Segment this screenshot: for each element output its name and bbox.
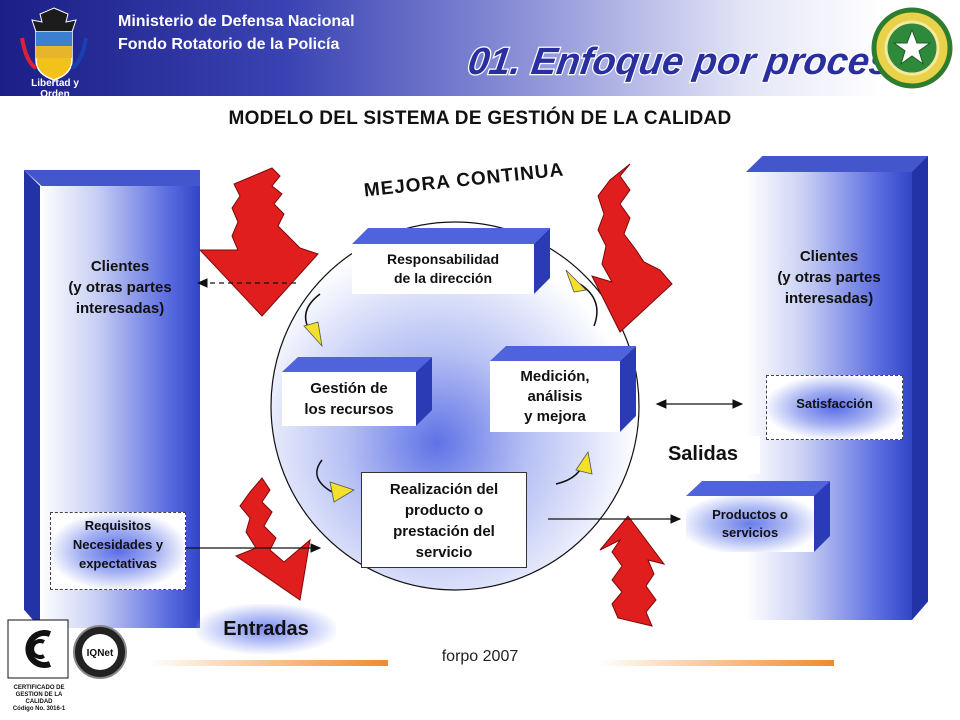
realizacion-line-2: producto o xyxy=(404,502,484,519)
process-responsabilidad: Responsabilidad de la dirección xyxy=(352,244,534,294)
box-medicion-top xyxy=(490,346,636,361)
realizacion-line-1: Realización del xyxy=(389,481,499,498)
box-productos-top xyxy=(686,481,830,496)
responsabilidad-line-2: de la dirección xyxy=(393,270,493,286)
medicion-line-3: y mejora xyxy=(524,407,586,425)
icontec-logo-icon xyxy=(7,619,69,679)
colombia-crest-icon xyxy=(20,7,88,81)
cycle-arrow-2 xyxy=(316,459,355,503)
red-arrow-top-right xyxy=(591,163,673,333)
outputs-box xyxy=(646,436,760,474)
ministry-line-1: Ministerio de Defensa Nacional xyxy=(118,13,355,30)
box-recursos-top xyxy=(282,357,432,372)
header-banner xyxy=(0,0,960,96)
process-realizacion: Realización del producto o prestación de… xyxy=(361,472,527,568)
left-panel-top xyxy=(24,170,200,186)
red-arrow-bottom-right xyxy=(599,515,666,627)
left-clients-line-3: interesadas) xyxy=(75,300,165,317)
medicion-line-1: Medición, xyxy=(520,367,590,385)
medicion-line-2: análisis xyxy=(527,387,583,405)
satisfaction-box: Satisfacción xyxy=(766,375,903,440)
products-box: Productos o servicios xyxy=(686,496,814,552)
box-recursos-side xyxy=(416,357,432,426)
footer-bar-right xyxy=(598,660,834,666)
left-panel-side xyxy=(24,170,40,628)
police-seal-icon xyxy=(871,7,953,89)
cycle-arrow-4 xyxy=(565,269,598,327)
realizacion-line-3: prestación del xyxy=(393,523,495,540)
recursos-line-2: los recursos xyxy=(304,401,394,418)
inputs-glow xyxy=(196,604,336,654)
right-clients-line-2: (y otras partes xyxy=(777,269,881,286)
quality-certificate: CERTIFICADO DE GESTION DE LA CALIDAD Cód… xyxy=(6,618,72,716)
right-clients-label: Clientes (y otras partes interesadas) xyxy=(746,246,912,309)
left-clients-line-2: (y otras partes xyxy=(68,279,172,296)
process-medicion: Medición, análisis y mejora xyxy=(490,361,620,432)
recursos-line-1: Gestión de xyxy=(310,380,388,397)
page-title: MODELO DEL SISTEMA DE GESTIÓN DE LA CALI… xyxy=(228,108,732,129)
box-responsabilidad-side xyxy=(534,228,550,294)
left-clients-line-1: Clientes xyxy=(90,258,150,275)
ministry-name: Ministerio de Defensa Nacional Fondo Rot… xyxy=(118,10,355,56)
right-clients-line-3: interesadas) xyxy=(784,290,874,307)
right-panel-top xyxy=(746,156,928,172)
inputs-label: Entradas xyxy=(223,618,309,640)
footer-bar-left xyxy=(148,660,388,666)
cycle-arrow-3 xyxy=(555,450,593,485)
section-title: 01. Enfoque por procesos xyxy=(464,39,939,84)
ministry-line-2: Fondo Rotatorio de la Policía xyxy=(118,36,340,53)
left-clients-label: Clientes (y otras partes interesadas) xyxy=(40,256,200,319)
red-arrow-bottom-left xyxy=(234,477,311,601)
products-line-2: servicios xyxy=(721,525,779,540)
iqnet-logo-icon: IQNet xyxy=(73,625,127,679)
requirements-line-2: Necesidades y xyxy=(72,537,164,552)
requirements-line-1: Requisitos xyxy=(84,518,152,533)
iqnet-text: IQNet xyxy=(87,648,114,659)
crest-motto: Libertad y Orden xyxy=(31,78,79,100)
section-title-text: 01. Enfoque por procesos xyxy=(465,40,937,83)
cert-caption: CERTIFICADO DE GESTION DE LA CALIDAD xyxy=(13,685,65,705)
products-line-1: Productos o xyxy=(712,507,788,522)
box-productos-side xyxy=(814,481,830,552)
box-medicion-side xyxy=(620,346,636,432)
right-panel-side xyxy=(912,156,928,620)
cert-code: Código No. 3016-1 xyxy=(12,706,66,712)
cycle-arrow-1 xyxy=(303,293,323,348)
requirements-box: Requisitos Necesidades y expectativas xyxy=(50,512,186,590)
cycle-label: MEJORA CONTINUA xyxy=(363,160,565,202)
red-arrow-top-left xyxy=(198,167,319,317)
footer-text: forpo 2007 xyxy=(441,648,519,665)
box-responsabilidad-top xyxy=(352,228,550,244)
realizacion-line-4: servicio xyxy=(415,544,473,561)
requirements-line-3: expectativas xyxy=(78,556,158,571)
right-clients-line-1: Clientes xyxy=(799,248,859,265)
responsabilidad-line-1: Responsabilidad xyxy=(386,251,500,267)
process-recursos: Gestión de los recursos xyxy=(282,372,416,426)
outputs-label: Salidas xyxy=(667,443,739,465)
